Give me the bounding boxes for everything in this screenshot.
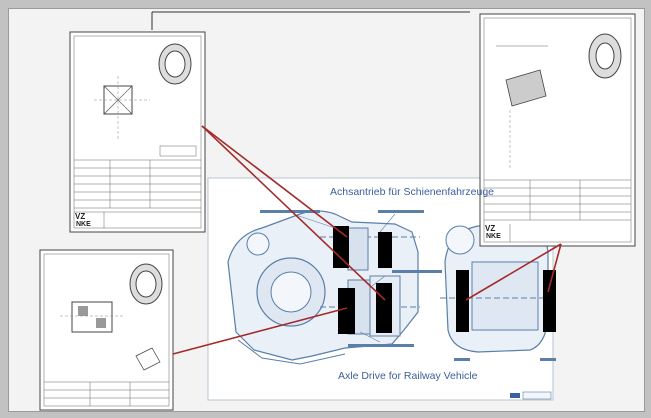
connector-lines (172, 125, 562, 355)
bearing-drawing-sheet-top-left (69, 31, 206, 233)
title-german: Achsantrieb für Schienenfahrzeuge (330, 186, 495, 198)
bearing-drawing-sheet-bottom-left (39, 249, 174, 411)
brand-logo-top-right: NKE (486, 233, 501, 240)
title-english: Axle Drive for Railway Vehicle (338, 370, 478, 382)
maker-initials-top-left: VZ (75, 212, 86, 221)
bearing-drawing-sheet-top-right (479, 13, 636, 247)
brand-logo-top-left: NKE (76, 221, 91, 228)
maker-initials-top-right: VZ (485, 224, 496, 233)
